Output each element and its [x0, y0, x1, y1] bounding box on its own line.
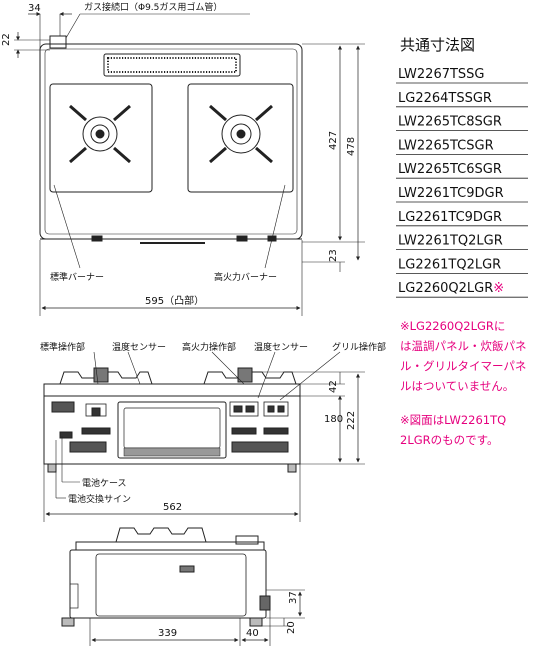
dim-40: 40: [246, 628, 259, 639]
left-burner-tray: [49, 83, 153, 193]
note-line: ※LG2260Q2LGRに: [400, 319, 505, 333]
side-view: [61, 527, 305, 646]
temp-sensor-right-label: 温度センサー: [254, 341, 308, 353]
model-name: LG2264TSSGR: [398, 91, 492, 106]
dim-595: 595（凸部）: [145, 294, 204, 307]
dim-22: 22: [1, 33, 12, 46]
dim-222: 222: [346, 411, 357, 430]
high-power-control-label: 高火力操作部: [182, 341, 236, 353]
front-view: [43, 351, 365, 522]
gas-inlet: [49, 35, 67, 49]
model-name: LG2261TQ2LGR: [398, 257, 501, 272]
note-line: ルはついていません。: [400, 379, 514, 393]
battery-case-label: 電池ケース: [82, 477, 127, 489]
note-line: は温調パネル・炊飯パネ: [400, 339, 527, 353]
dim-562: 562: [163, 502, 182, 513]
model-name: LW2265TCSGR: [398, 138, 494, 153]
note-mark: ※: [493, 281, 504, 296]
note-line: 2LGRのものです。: [400, 433, 498, 447]
dim-37: 37: [288, 591, 299, 604]
dim-34: 34: [28, 3, 41, 14]
gas-inlet-label: ガス接続口（Φ9.5ガス用ゴム管）: [84, 1, 222, 13]
dim-478: 478: [346, 137, 357, 156]
standard-control-label: 標準操作部: [40, 341, 85, 353]
note-line: ※図面はLW2261TQ: [400, 413, 506, 427]
left-trivet: [59, 371, 153, 385]
vent-grille: [103, 53, 241, 77]
right-burner-tray: [187, 83, 294, 193]
dim-42: 42: [328, 380, 339, 393]
side-body: [69, 549, 267, 619]
model-list: LW2267TSSG LG2264TSSGR LW2265TC8SGR LW2265T…: [396, 67, 528, 298]
notes: ※LG2260Q2LGRには温調パネル・炊飯パネル・グリルタイマーパネルはついて…: [400, 319, 527, 447]
top-outline: [39, 43, 303, 240]
model-name: LW2261TQ2LGR: [398, 234, 503, 249]
model-name: LG2261TC9DGR: [398, 210, 502, 225]
model-name: LW2265TC8SGR: [398, 115, 502, 130]
high-power-burner-label: 高火力バーナー: [214, 271, 277, 283]
dim-427: 427: [328, 131, 339, 150]
side-trivet: [115, 527, 207, 543]
grill-control-label: グリル操作部: [332, 341, 386, 353]
grill-door: [117, 401, 227, 459]
dim-339: 339: [158, 628, 177, 639]
dim-23: 23: [328, 249, 339, 262]
standard-burner-label: 標準バーナー: [50, 271, 104, 283]
right-burner: [209, 104, 273, 164]
model-name: LW2261TC9DGR: [398, 186, 504, 201]
left-burner: [69, 104, 131, 164]
model-name: LW2265TC6SGR: [398, 162, 502, 177]
note-line: ル・グリルタイマーパネ: [400, 359, 526, 373]
dim-20: 20: [286, 621, 297, 634]
page-title: 共通寸法図: [400, 36, 475, 54]
model-name: LG2260Q2LGR※: [398, 281, 504, 296]
front-body: [43, 383, 301, 465]
model-name: LW2267TSSG: [398, 67, 485, 82]
temp-sensor-left-label: 温度センサー: [112, 341, 166, 353]
dim-180: 180: [324, 414, 343, 425]
battery-sign-label: 電池交換サイン: [68, 493, 131, 505]
top-view: [14, 11, 365, 316]
